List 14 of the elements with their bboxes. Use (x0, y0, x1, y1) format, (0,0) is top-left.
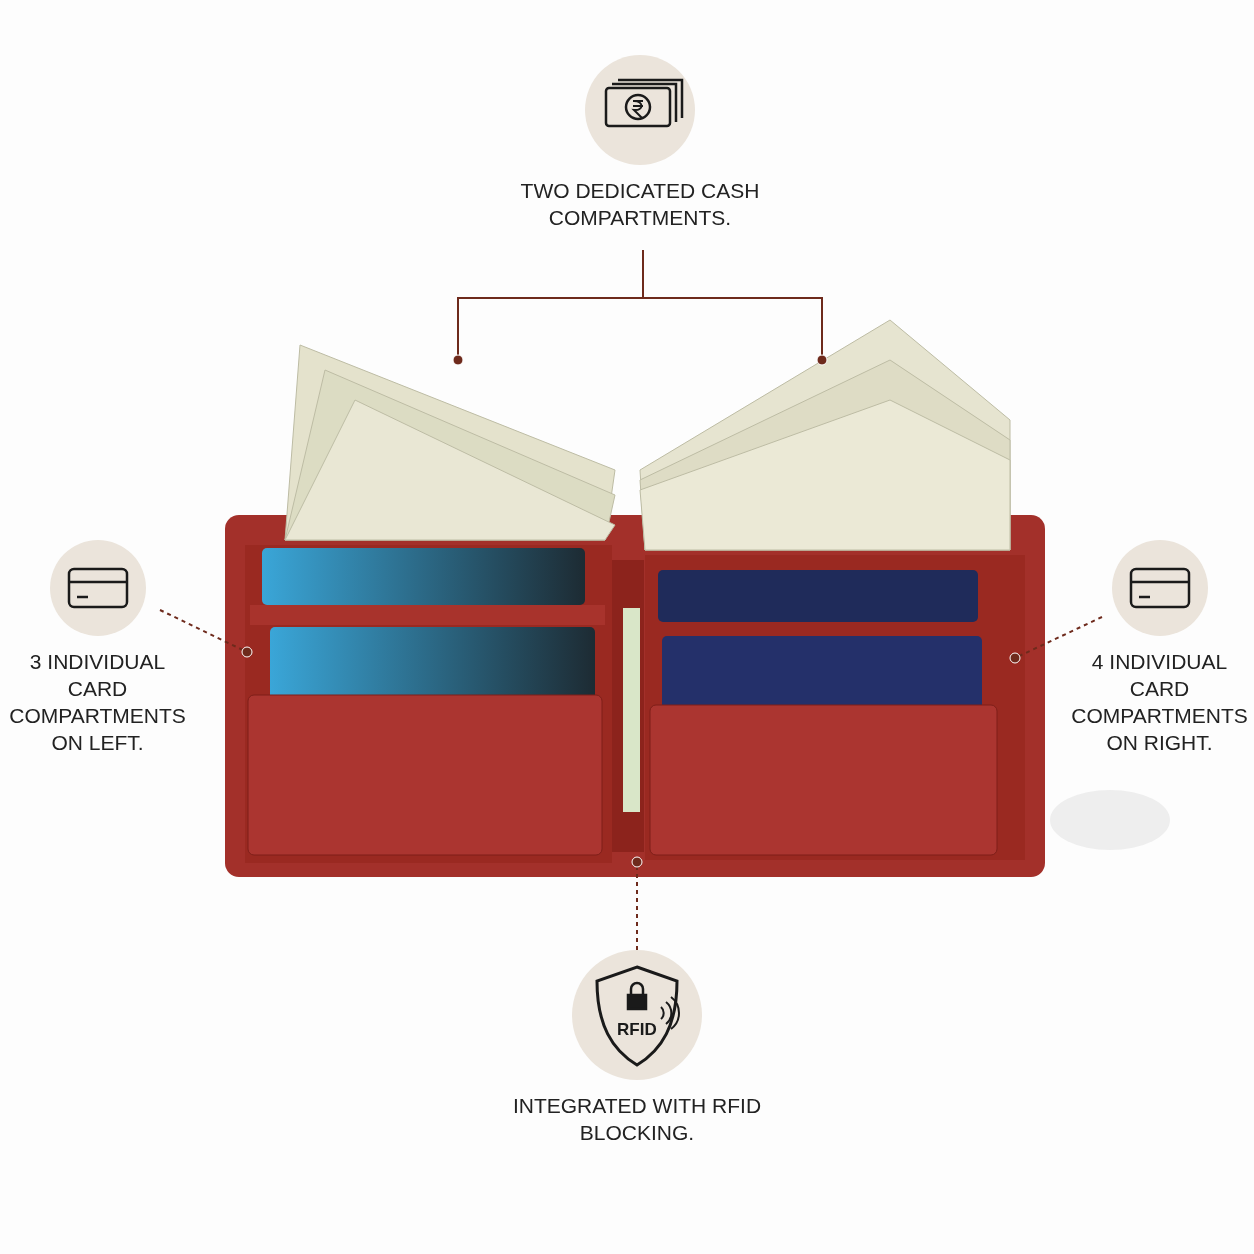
banknote-stack (639, 319, 1011, 551)
card-pocket-panel (645, 555, 1025, 860)
callout-text: 3 INDIVIDUAL CARD COMPARTMENTS ON LEFT. (8, 649, 187, 756)
leader-line (1009, 616, 1103, 664)
card-pocket-panel (245, 545, 612, 863)
callout-text: INTEGRATED WITH RFID BLOCKING. (511, 1093, 763, 1146)
leader-line (159, 609, 253, 658)
icon-label: RFID (617, 1020, 657, 1040)
callout-text: TWO DEDICATED CASH COMPARTMENTS. (519, 178, 761, 231)
banknote-stack (284, 344, 616, 541)
leader-line (642, 249, 828, 366)
leader-line (631, 856, 643, 951)
wallet-spine (612, 560, 644, 852)
callout-text: 4 INDIVIDUAL CARD COMPARTMENTS ON RIGHT. (1070, 649, 1249, 756)
